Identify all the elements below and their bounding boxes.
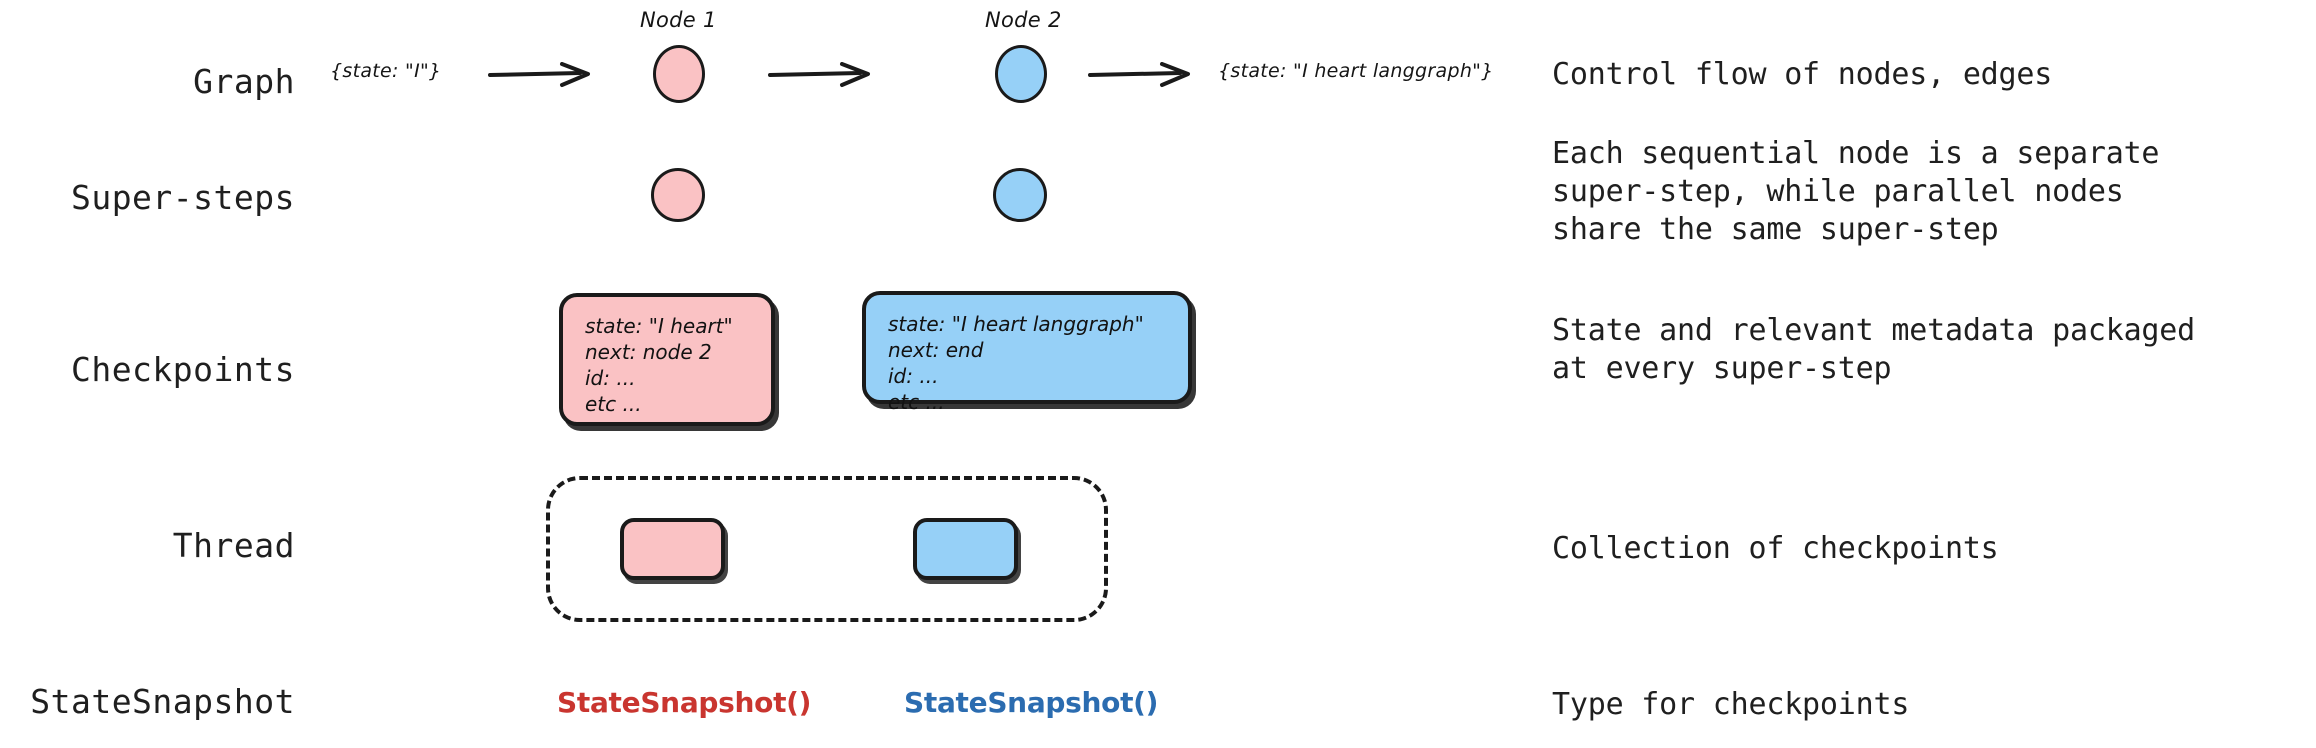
graph-output-state-text: {state: "I heart langgraph"} bbox=[1218, 60, 1494, 82]
statesnapshot-blue-label: StateSnapshot() bbox=[904, 686, 1159, 719]
checkpoint-pink-line-1: state: "I heart" bbox=[585, 314, 733, 338]
checkpoint-blue-line-2: next: end bbox=[888, 338, 984, 362]
desc-graph: Control flow of nodes, edges bbox=[1552, 56, 2312, 94]
graph-arrow-3 bbox=[1088, 62, 1190, 87]
desc-graph-line-1: Control flow of nodes, edges bbox=[1552, 57, 2053, 92]
checkpoint-blue-line-4: etc ... bbox=[888, 390, 945, 414]
checkpoint-pink-line-4: etc ... bbox=[585, 392, 642, 416]
statesnapshot-pink-label: StateSnapshot() bbox=[557, 686, 812, 719]
desc-checkpoints-line-2: at every super-step bbox=[1552, 351, 1892, 386]
desc-checkpoints-line-1: State and relevant metadata packaged bbox=[1552, 313, 2196, 348]
row-label-thread: Thread bbox=[172, 526, 295, 565]
desc-thread: Collection of checkpoints bbox=[1552, 530, 2312, 568]
row-label-super-steps: Super-steps bbox=[70, 178, 295, 217]
node-2-label: Node 2 bbox=[985, 8, 1062, 32]
checkpoint-blue-lines: state: "I heart langgraph" next: end id:… bbox=[888, 311, 1144, 415]
graph-input-state-text: {state: "I"} bbox=[330, 60, 442, 82]
node-1-label: Node 1 bbox=[640, 8, 717, 32]
checkpoint-pink-line-3: id: ... bbox=[585, 366, 636, 390]
checkpoint-card-blue: state: "I heart langgraph" next: end id:… bbox=[862, 291, 1192, 414]
desc-super-steps-line-2: super-step, while parallel nodes bbox=[1552, 174, 2124, 209]
desc-statesnapshot-line-1: Type for checkpoints bbox=[1552, 687, 1910, 722]
graph-arrow-2 bbox=[768, 62, 870, 87]
desc-statesnapshot: Type for checkpoints bbox=[1552, 686, 2312, 724]
desc-super-steps-line-1: Each sequential node is a separate bbox=[1552, 136, 2160, 171]
graph-node-1 bbox=[653, 45, 705, 103]
row-label-graph: Graph bbox=[193, 62, 295, 101]
row-label-checkpoints: Checkpoints bbox=[70, 350, 295, 389]
row-label-statesnapshot: StateSnapshot bbox=[30, 682, 295, 721]
super-step-node-1 bbox=[651, 168, 705, 222]
thread-container bbox=[546, 476, 1108, 622]
checkpoint-blue-line-3: id: ... bbox=[888, 364, 939, 388]
checkpoint-pink-lines: state: "I heart" next: node 2 id: ... et… bbox=[585, 313, 733, 417]
desc-checkpoints: State and relevant metadata packaged at … bbox=[1552, 312, 2312, 388]
checkpoint-blue-line-1: state: "I heart langgraph" bbox=[888, 312, 1144, 336]
super-step-node-2 bbox=[993, 168, 1047, 222]
thread-checkpoint-pink bbox=[620, 518, 725, 580]
desc-thread-line-1: Collection of checkpoints bbox=[1552, 531, 1999, 566]
desc-super-steps: Each sequential node is a separate super… bbox=[1552, 135, 2312, 249]
checkpoint-pink-line-2: next: node 2 bbox=[585, 340, 712, 364]
graph-arrow-1 bbox=[488, 62, 590, 87]
desc-super-steps-line-3: share the same super-step bbox=[1552, 212, 1999, 247]
thread-checkpoint-blue bbox=[913, 518, 1018, 580]
graph-node-2 bbox=[995, 45, 1047, 103]
checkpoint-card-pink: state: "I heart" next: node 2 id: ... et… bbox=[559, 293, 775, 426]
